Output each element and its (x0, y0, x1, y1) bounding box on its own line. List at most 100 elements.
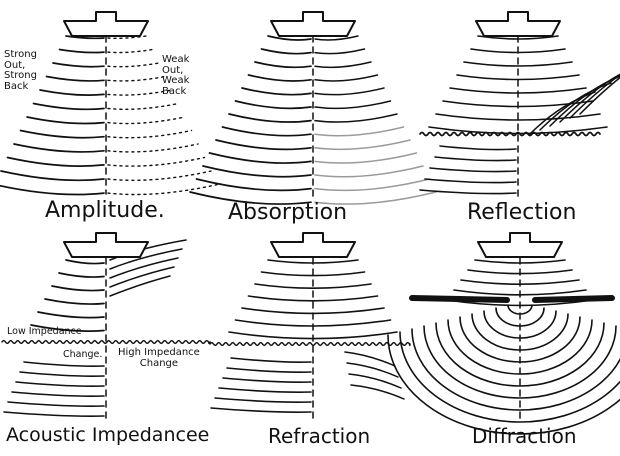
wavefront-absorption-left (215, 139, 312, 151)
wavefront-absorption-left (260, 48, 312, 55)
wavefront-absorption-left (221, 126, 312, 137)
panel-title-reflection: Reflection (467, 200, 577, 225)
wavefront-refraction-left (222, 377, 312, 383)
boat-acoustic-impedance (63, 232, 149, 258)
wavefront-impedance-reflected (109, 275, 171, 297)
wavefront-absorption-right (314, 100, 392, 110)
wavefront-absorption-right (314, 191, 437, 205)
wavefront-absorption-right (314, 152, 418, 164)
wavefront-weak (107, 116, 186, 125)
wavefront-absorption-right (314, 87, 385, 96)
wavefront-weak (107, 48, 154, 54)
wavefront-weak (107, 170, 212, 182)
wavefront-absorption-left (241, 87, 312, 96)
wavefront-refracted (346, 362, 399, 378)
wavefront-strong (19, 129, 105, 139)
wavefront-reflected (529, 91, 596, 135)
wavefront-refraction-incident (241, 307, 385, 315)
wavefront-reflection-transmitted (439, 145, 517, 151)
wavefront-refracted (344, 351, 396, 367)
wavefront-impedance-transmitted (7, 401, 105, 407)
wavefront-diffraction-incident (467, 269, 573, 275)
annotation-low-impedance: Low Impedance (7, 326, 82, 337)
wavefront-strong (13, 143, 105, 153)
wavefront-impedance-incident (65, 259, 105, 265)
wavefront-weak (107, 129, 193, 139)
wavefront-diffracted (495, 307, 545, 327)
wavefront-absorption-right (314, 61, 372, 69)
wavefront-diffracted (435, 322, 605, 387)
wavefront-refraction-incident (234, 319, 392, 327)
wavefront-reflection-incident (449, 87, 587, 94)
wavefront-strong (0, 170, 105, 182)
wavefront-diffracted (423, 325, 617, 399)
wavefront-reflection-incident (470, 48, 566, 54)
panel-title-refraction: Refraction (268, 424, 371, 448)
wavefront-impedance-reflected (109, 248, 183, 270)
wavefront-impedance-reflected (109, 266, 175, 288)
wavefront-reflected (559, 73, 620, 123)
wavefront-reflection-transmitted (429, 167, 517, 173)
wavefront-impedance-incident (44, 298, 105, 305)
panel-title-acoustic-impedance: Acoustic Impedancee (6, 424, 210, 446)
annotation-strong: Strong Out, Strong Back (4, 49, 37, 92)
wavefront-impedance-incident (51, 285, 105, 292)
wavefront-diffracted (411, 328, 620, 411)
wavefront-reflection-incident (428, 126, 608, 135)
wavefront-weak (107, 35, 147, 40)
wavefront-refracted (348, 373, 402, 389)
annotation-change: Change. (63, 349, 103, 360)
wavefront-diffracted (399, 331, 620, 423)
wavefront-diffracted (507, 304, 533, 315)
wavefront-refraction-left (226, 367, 312, 373)
wavefront-impedance-incident (37, 311, 105, 319)
wavefront-refraction-incident (247, 295, 379, 302)
wavefront-diffracted (483, 310, 557, 339)
wavefront-diffraction-incident (474, 259, 566, 264)
wavefront-reflected (569, 74, 620, 119)
wavefront-absorption-right (314, 74, 379, 82)
wavefront-reflection-incident (456, 74, 580, 81)
wavefront-weak (107, 156, 206, 167)
wavefront-reflection-transmitted (434, 156, 517, 162)
wavefront-reflection-transmitted (419, 189, 517, 195)
wavefront-refraction-left (210, 407, 312, 413)
wavefront-absorption-left (228, 113, 312, 123)
wavefront-weak (107, 75, 167, 82)
boat-reflection (475, 11, 561, 37)
refraction-boundary (209, 341, 411, 347)
wavefront-impedance-transmitted (15, 381, 105, 387)
wavefront-refraction-left (230, 357, 312, 363)
barrier-right (532, 295, 615, 303)
wavefront-absorption-left (247, 74, 312, 82)
boat-amplitude (63, 11, 149, 37)
wavefront-strong (0, 184, 105, 196)
impedance-boundary-left (1, 339, 211, 345)
wavefront-absorption-right (314, 35, 359, 41)
wavefront-diffracted (447, 319, 593, 375)
boat-refraction (270, 232, 356, 258)
wavefront-refraction-incident (267, 259, 359, 264)
wavefront-impedance-transmitted (3, 411, 105, 417)
wavefront-diffraction-incident (446, 299, 594, 307)
wavefront-weak (107, 102, 180, 110)
wavefront-refraction-incident (260, 271, 366, 277)
wavefront-diffracted (459, 316, 581, 363)
wavefront-strong (39, 89, 105, 96)
boat-absorption (270, 11, 356, 37)
wavefront-absorption-left (202, 165, 312, 178)
wavefront-weak (107, 143, 199, 153)
wavefront-refraction-left (218, 387, 312, 393)
wavefront-absorption-left (254, 61, 312, 69)
wavefront-strong (52, 62, 105, 68)
wavefront-absorption-left (189, 191, 312, 205)
wavefront-weak (107, 183, 219, 196)
wavefront-impedance-reflected (109, 257, 179, 279)
wavefront-strong (45, 75, 105, 82)
annotation-high-impedance: High Impedance Change (118, 347, 200, 369)
wavefront-absorption-right (314, 113, 398, 123)
annotation-weak: Weak Out, Weak Back (162, 54, 190, 97)
wavefront-reflection-incident (435, 113, 601, 121)
wavefront-diffracted (471, 313, 569, 351)
